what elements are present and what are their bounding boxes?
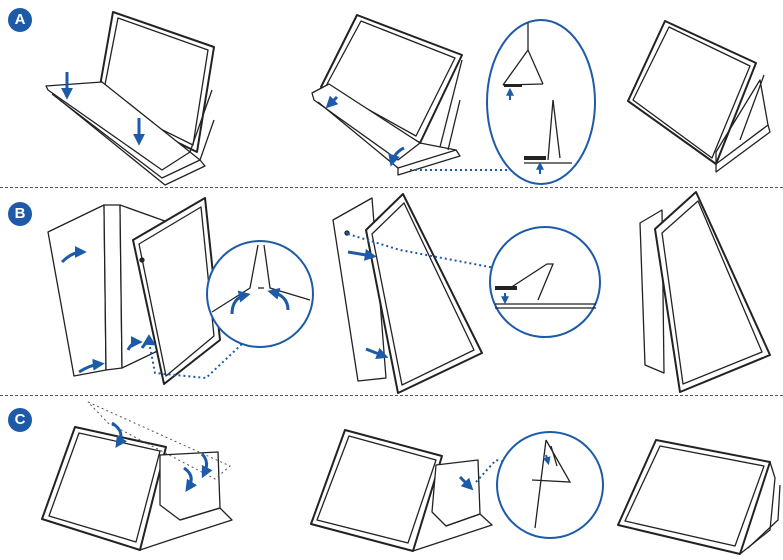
a1-down-arrows [61, 72, 145, 146]
c2-arrow [458, 475, 474, 491]
a1-monitor-on-cover [45, 11, 215, 186]
c1-monitor-landscape [41, 426, 233, 551]
c1-arrows [111, 421, 213, 492]
b3-monitor-standing [639, 191, 771, 393]
divider-a-b [0, 187, 783, 188]
c2-detail-callout [496, 431, 604, 539]
c2-monitor-landscape [310, 429, 493, 552]
a2-detail-callout [486, 19, 596, 185]
section-a-badge: A [8, 8, 32, 32]
b1-cover-fold [47, 197, 221, 385]
b2-monitor-covered [332, 193, 483, 394]
section-b-badge: B [8, 202, 32, 226]
a2-monitor-on-cover [311, 14, 463, 176]
divider-b-c [0, 395, 783, 396]
b1-detail-callout [206, 240, 314, 348]
c3-monitor-landscape [617, 439, 781, 555]
section-c-badge: C [8, 408, 32, 432]
a2-arrows [325, 95, 405, 167]
c1-fold-guide [87, 401, 231, 480]
b1-arrows [60, 246, 157, 374]
a3-monitor-standing [627, 20, 771, 173]
b2-arrows [347, 248, 389, 359]
b2-detail-callout [489, 226, 601, 338]
